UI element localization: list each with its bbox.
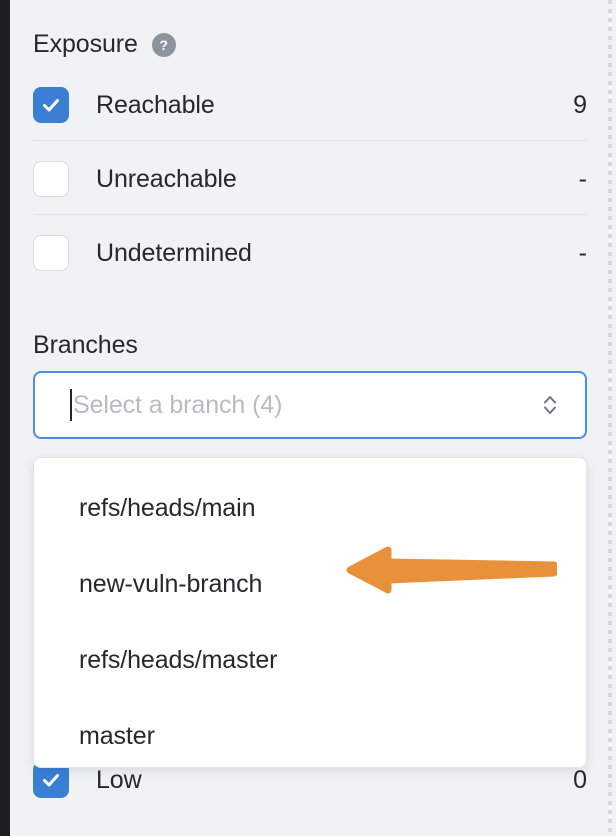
up-down-chevron-icon[interactable] [541, 391, 559, 419]
checkmark-icon [43, 99, 59, 112]
scrollbar-thumb[interactable] [608, 0, 612, 836]
filter-count-unreachable: - [578, 164, 587, 193]
checkbox-low[interactable] [33, 762, 69, 798]
filter-row-reachable[interactable]: Reachable 9 [33, 77, 587, 133]
branch-select-input[interactable]: Select a branch (4) [33, 371, 587, 439]
filter-label-reachable: Reachable [96, 90, 215, 119]
branch-placeholder: Select a branch (4) [73, 390, 283, 419]
filter-label-undetermined: Undetermined [96, 238, 252, 267]
vertical-scrollbar[interactable] [604, 0, 616, 836]
exposure-title: Exposure [33, 30, 138, 58]
branches-label: Branches [33, 331, 138, 359]
text-caret [70, 389, 72, 421]
dropdown-option-refs-heads-main[interactable]: refs/heads/main [79, 493, 256, 522]
checkbox-undetermined[interactable] [33, 235, 69, 271]
branch-dropdown-list: refs/heads/main new-vuln-branch refs/hea… [33, 457, 587, 768]
dropdown-option-master[interactable]: master [79, 721, 155, 750]
filter-label-low: Low [96, 765, 142, 794]
filters-panel: Exposure ? Reachable 9 Unreachable - Und… [10, 0, 604, 836]
filter-label-unreachable: Unreachable [96, 164, 237, 193]
help-icon[interactable]: ? [151, 32, 176, 57]
divider [33, 140, 587, 141]
app-rail [0, 0, 10, 836]
checkbox-unreachable[interactable] [33, 161, 69, 197]
filter-row-low[interactable]: Low 0 [33, 752, 587, 808]
filter-count-reachable: 9 [573, 90, 587, 119]
divider [33, 214, 587, 215]
filter-row-unreachable[interactable]: Unreachable - [33, 151, 587, 207]
dropdown-option-refs-heads-master[interactable]: refs/heads/master [79, 645, 278, 674]
checkmark-icon [43, 774, 59, 787]
filter-count-low: 0 [573, 765, 587, 794]
filter-row-undetermined[interactable]: Undetermined - [33, 225, 587, 281]
dropdown-option-new-vuln-branch[interactable]: new-vuln-branch [79, 569, 263, 598]
checkbox-reachable[interactable] [33, 87, 69, 123]
exposure-section-header: Exposure ? [33, 30, 176, 59]
filter-count-undetermined: - [578, 238, 587, 267]
